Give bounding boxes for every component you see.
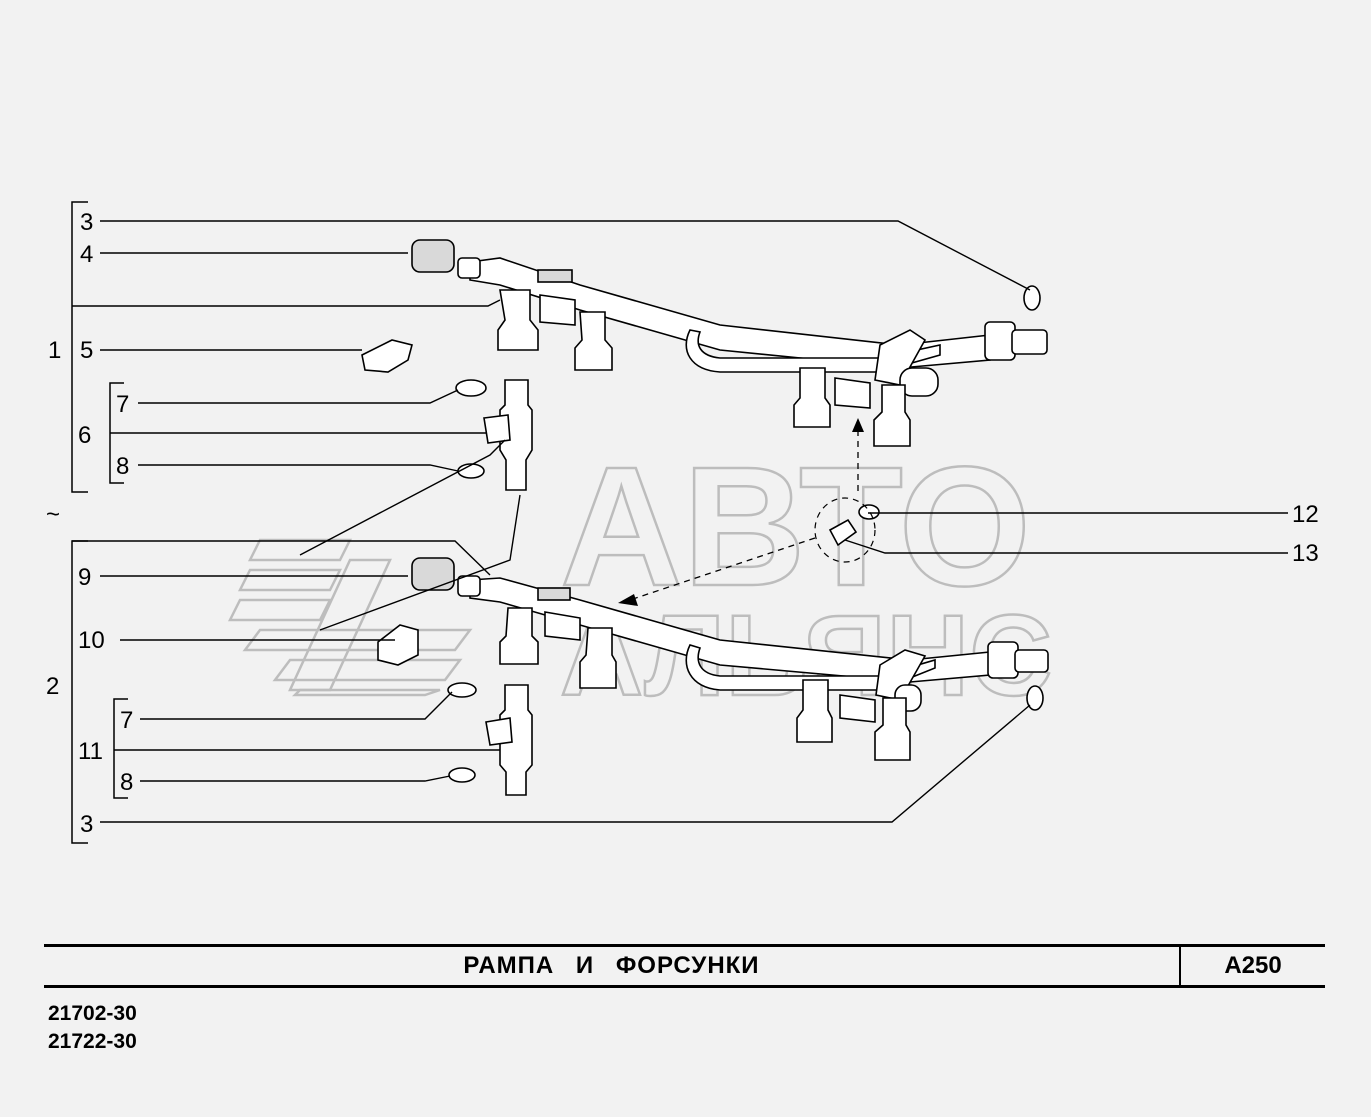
callout-4: 4 xyxy=(80,241,93,268)
fuel-rail-lower xyxy=(469,577,1049,761)
tilde-mark: ~ xyxy=(46,501,60,528)
diagram-title: РАМПА И ФОРСУНКИ xyxy=(44,947,1181,985)
callout-12: 12 xyxy=(1292,501,1319,528)
callout-5: 5 xyxy=(80,337,93,364)
callout-9: 9 xyxy=(78,564,91,591)
group-brackets xyxy=(71,201,500,844)
callout-3-upper: 3 xyxy=(80,209,93,236)
diagram-code: A250 xyxy=(1224,952,1282,979)
title-bar: РАМПА И ФОРСУНКИ A250 xyxy=(44,944,1325,988)
leader-lines xyxy=(72,220,1288,823)
callout-labels: 3 4 1 5 7 6 8 ~ 12 13 9 10 2 7 11 8 3 xyxy=(46,209,1319,838)
callout-11: 11 xyxy=(78,738,103,765)
model-number-1: 21702-30 xyxy=(48,1002,137,1025)
callout-7-upper: 7 xyxy=(116,391,129,418)
callout-2: 2 xyxy=(46,673,59,700)
callout-1: 1 xyxy=(48,337,61,364)
small-parts-lower xyxy=(377,557,1044,796)
small-parts-upper xyxy=(361,239,1041,606)
callout-3-lower: 3 xyxy=(80,811,93,838)
callout-6: 6 xyxy=(78,422,91,449)
callout-8-lower: 8 xyxy=(120,769,133,796)
callout-7-lower: 7 xyxy=(120,707,133,734)
callout-13: 13 xyxy=(1292,540,1319,567)
callout-10: 10 xyxy=(78,627,105,654)
watermark-text-line1: АВТО xyxy=(560,432,1031,622)
model-number-2: 21722-30 xyxy=(48,1030,137,1053)
callout-8-upper: 8 xyxy=(116,453,129,480)
fuel-rail-upper xyxy=(469,257,1048,447)
